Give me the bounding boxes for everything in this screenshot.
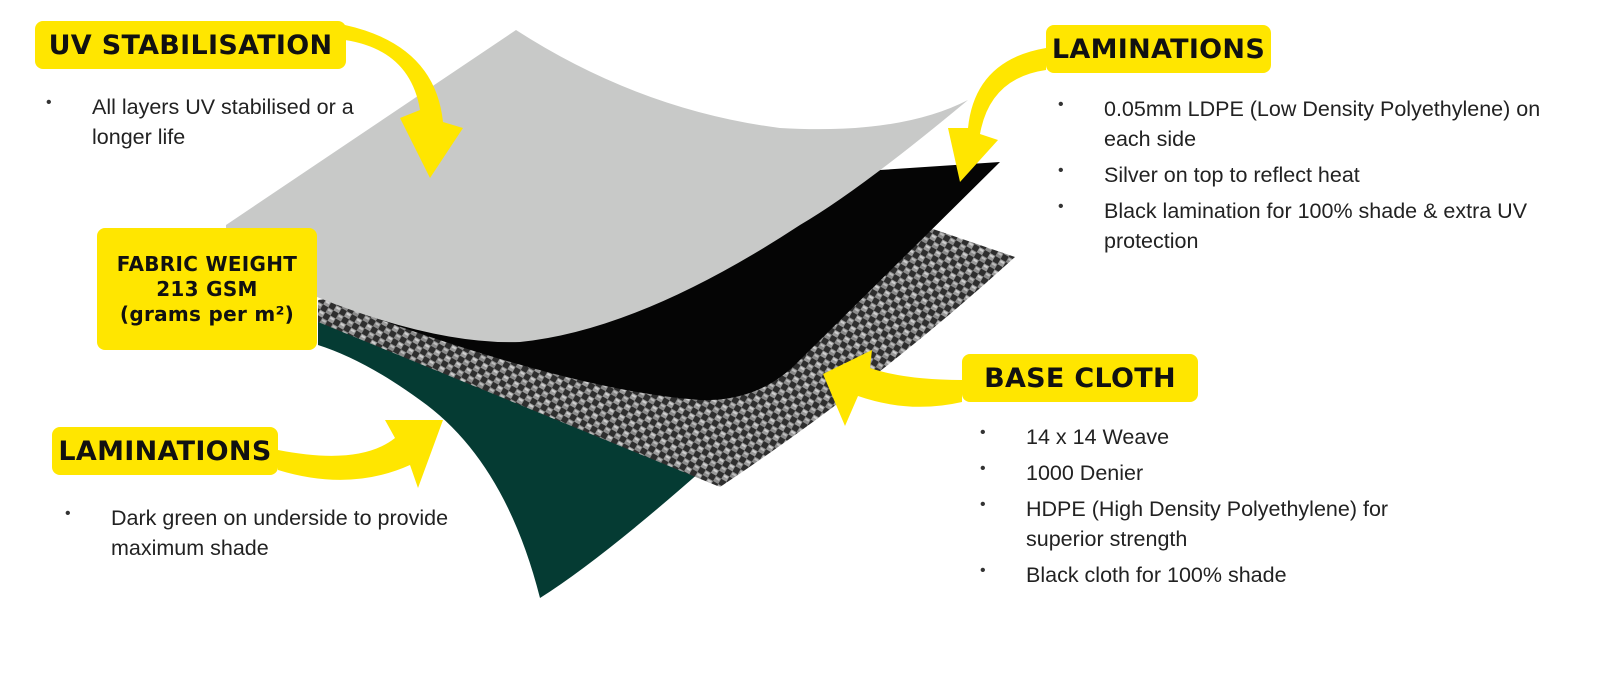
laminations-top-title: LAMINATIONS [1051, 33, 1266, 65]
list-item: 14 x 14 Weave [980, 422, 1440, 452]
arrow-laminations-bottom-icon [278, 420, 443, 488]
arrow-uv-stabilisation-icon [345, 25, 463, 178]
laminations-bottom-list: Dark green on underside to provide maxim… [65, 503, 505, 569]
uv-stabilisation-list: All layers UV stabilised or a longer lif… [46, 92, 376, 158]
list-item: 1000 Denier [980, 458, 1440, 488]
laminations-top-list: 0.05mm LDPE (Low Density Polyethylene) o… [1058, 94, 1548, 262]
silver-lamination-layer [226, 30, 968, 343]
list-item: Black cloth for 100% shade [980, 560, 1440, 590]
base-cloth-list: 14 x 14 Weave 1000 Denier HDPE (High Den… [980, 422, 1440, 596]
fabric-weight-title: FABRIC WEIGHT [116, 251, 298, 276]
list-item: All layers UV stabilised or a longer lif… [46, 92, 376, 152]
arrow-base-cloth-icon [823, 350, 962, 426]
laminations-top-label: LAMINATIONS [1046, 25, 1271, 73]
fabric-weight-value: 213 GSM [156, 276, 258, 301]
base-cloth-title: BASE CLOTH [984, 362, 1176, 394]
list-item: 0.05mm LDPE (Low Density Polyethylene) o… [1058, 94, 1548, 154]
fabric-weight-unit: (grams per m²) [119, 301, 295, 326]
green-lamination-layer [318, 320, 700, 598]
list-item: HDPE (High Density Polyethylene) for sup… [980, 494, 1440, 554]
base-cloth-label: BASE CLOTH [962, 354, 1198, 402]
list-item: Dark green on underside to provide maxim… [65, 503, 505, 563]
arrow-laminations-top-icon [948, 48, 1046, 182]
list-item: Black lamination for 100% shade & extra … [1058, 196, 1548, 256]
black-lamination-layer [300, 162, 1000, 401]
laminations-bottom-title: LAMINATIONS [58, 435, 272, 467]
uv-stabilisation-label: UV STABILISATION [35, 21, 346, 69]
fabric-weight-label: FABRIC WEIGHT 213 GSM (grams per m²) [97, 228, 317, 350]
uv-stabilisation-title: UV STABILISATION [48, 29, 333, 61]
laminations-bottom-label: LAMINATIONS [52, 427, 278, 475]
list-item: Silver on top to reflect heat [1058, 160, 1548, 190]
